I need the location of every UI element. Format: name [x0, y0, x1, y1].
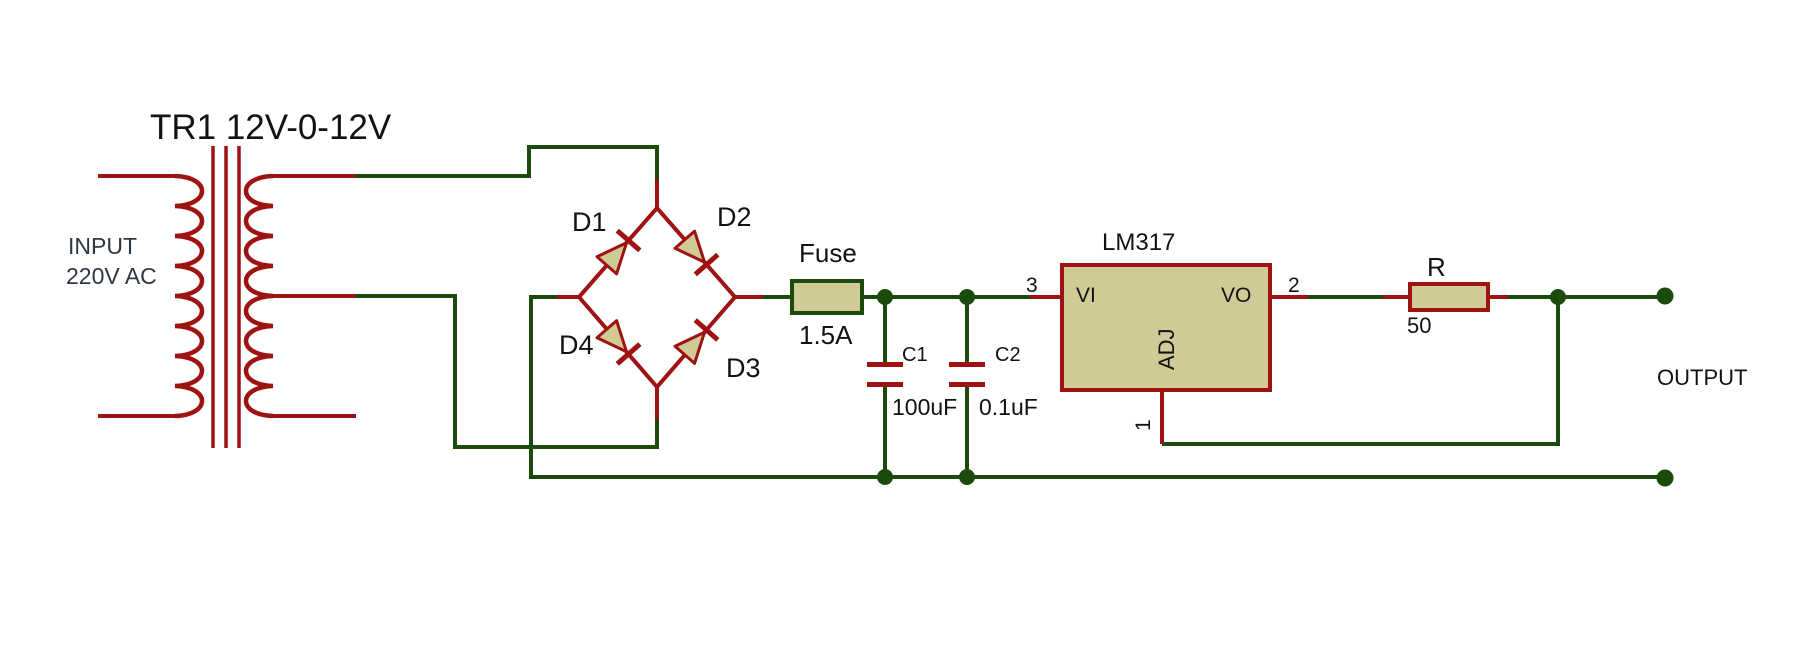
junction-dot: [959, 289, 975, 305]
junction-dot: [1550, 289, 1566, 305]
lm317-body: [1060, 263, 1272, 392]
junction-dot: [877, 469, 893, 485]
label-input-line2: 220V AC: [66, 263, 157, 289]
label-d4: D4: [559, 330, 594, 360]
label-resistor: R: [1427, 252, 1446, 282]
primary-winding: [174, 173, 205, 419]
label-pin-adj: ADJ: [1154, 328, 1179, 370]
wire-bridge-left-to-ground-rail: [529, 295, 1665, 479]
regulator-lm317: [1030, 263, 1308, 444]
diode-d4: [595, 319, 642, 366]
wire-secondary-top-to-bridge: [355, 145, 659, 181]
label-input-line1: INPUT: [68, 233, 137, 259]
secondary-winding: [243, 173, 274, 419]
label-resistor-value: 50: [1407, 313, 1431, 338]
c1-top-plate: [867, 362, 903, 367]
label-pin-vi: VI: [1076, 284, 1096, 307]
wire-adj-feedback: [1162, 297, 1560, 446]
label-c1: C1: [902, 344, 928, 366]
c1-bottom-plate: [867, 382, 903, 387]
output-terminal-bottom: [1656, 469, 1674, 487]
capacitor-c1: [867, 362, 903, 387]
transformer-tr1: [98, 146, 356, 448]
transformer-core: [211, 146, 241, 448]
label-d2: D2: [717, 202, 752, 232]
label-pin1: 1: [1132, 419, 1155, 431]
label-d1: D1: [572, 207, 607, 237]
label-c1-value: 100uF: [892, 394, 957, 420]
junction-dot: [959, 469, 975, 485]
diode-d2: [673, 229, 720, 277]
bridge-rectifier: [557, 179, 763, 419]
label-d3: D3: [726, 353, 761, 383]
label-transformer-title: TR1 12V-0-12V: [150, 108, 392, 147]
wiring-green: [355, 145, 1665, 479]
wire-center-tap-to-bridge-bottom: [355, 294, 659, 449]
output-terminal-top: [1656, 287, 1674, 305]
label-c2-value: 0.1uF: [979, 394, 1038, 420]
resistor-body: [1408, 282, 1490, 312]
label-lm317: LM317: [1102, 229, 1175, 256]
label-pin3: 3: [1026, 274, 1038, 297]
label-fuse-rating: 1.5A: [799, 320, 853, 350]
capacitor-c2: [949, 362, 985, 387]
c2-top-plate: [949, 362, 985, 367]
labels: TR1 12V-0-12V INPUT 220V AC D1 D2 D4 D3 …: [66, 108, 1747, 431]
resistor-r: [1383, 282, 1508, 312]
label-fuse: Fuse: [799, 238, 857, 268]
label-pin-vo: VO: [1221, 284, 1251, 307]
label-pin2: 2: [1288, 274, 1300, 297]
c2-bottom-plate: [949, 382, 985, 387]
junction-dot: [877, 289, 893, 305]
fuse-body: [790, 279, 864, 315]
diode-d1: [595, 228, 642, 276]
label-c2: C2: [995, 344, 1021, 366]
fuse: [790, 279, 864, 315]
junctions: [877, 287, 1674, 487]
label-output: OUTPUT: [1657, 365, 1747, 390]
diode-d3: [673, 318, 720, 365]
